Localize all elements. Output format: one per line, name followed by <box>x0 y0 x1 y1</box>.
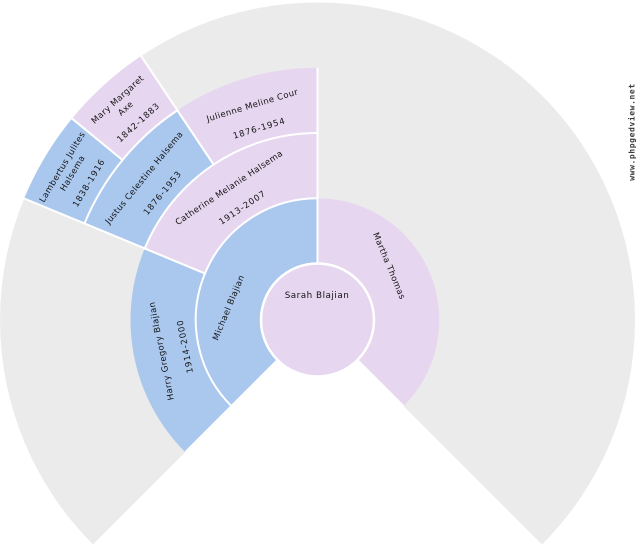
fan-segment-border <box>176 67 319 166</box>
center-person-name: Sarah Blajian <box>285 291 350 301</box>
phpgedview-watermark: www.phpgedview.net <box>627 83 637 181</box>
fan-segment-catherine-melanie-halsema[interactable] <box>144 132 318 274</box>
fan-segment-julienne-meline-cour[interactable] <box>177 67 318 165</box>
fan-segment-group-michael-blajian: Michael Blajian <box>195 198 319 407</box>
fan-segment-michael-blajian[interactable] <box>195 198 318 407</box>
fan-segment-lambertus-julites-halsema[interactable] <box>24 118 123 224</box>
fan-segment-martha-thomas[interactable] <box>317 198 440 407</box>
fan-segment-harry-gregory-blajian[interactable] <box>130 248 232 453</box>
fan-segment-border <box>84 109 215 250</box>
fan-segment-border <box>144 133 319 275</box>
fan-segment-border <box>71 55 179 162</box>
center-person-disc[interactable] <box>259 262 376 378</box>
fan-segment-border <box>144 247 233 453</box>
fan-segment-mary-margaret-axe[interactable] <box>72 56 178 160</box>
fan-segment-justus-celestine-halsema[interactable] <box>84 110 214 249</box>
